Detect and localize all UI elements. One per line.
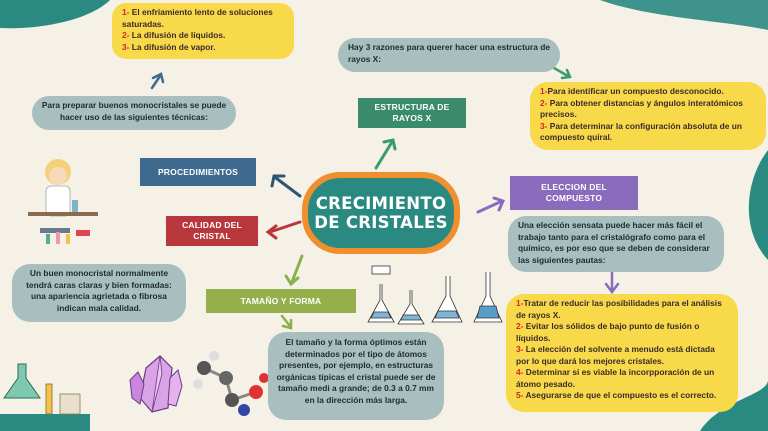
estructura-title: ESTRUCTURA DE RAYOS X <box>374 102 450 123</box>
calidad-title: CALIDAD DEL CRISTAL <box>182 220 242 241</box>
molecule-illustration <box>193 351 269 416</box>
estructura-intro: Hay 3 razones para querer hacer una estr… <box>348 42 551 64</box>
calidad-text: Un buen monocristal normalmente tendrá c… <box>26 268 172 313</box>
crystal-illustration <box>129 355 183 413</box>
procedimientos-intro-box: Para preparar buenos monocristales se pu… <box>32 96 236 130</box>
tamano-text: El tamaño y la forma óptimos están deter… <box>276 337 436 405</box>
arrow-to-estructura <box>374 140 394 170</box>
list-item: 3- La elección del solvente a menudo est… <box>516 344 715 366</box>
scientist-illustration <box>28 159 98 244</box>
estructura-items-box: 1-Para identificar un compuesto desconoc… <box>530 82 766 150</box>
arrow-to-calidad <box>268 220 302 234</box>
top-left-teal-blob <box>0 0 110 29</box>
list-item: 2- Evitar los sólidos de bajo punto de f… <box>516 321 700 343</box>
list-item: 1-Para identificar un compuesto desconoc… <box>540 86 724 96</box>
procedimientos-title: PROCEDIMIENTOS <box>157 166 239 177</box>
list-item: 3- Para determinar la configuración abso… <box>540 120 742 143</box>
tamano-title: TAMAÑO Y FORMA <box>240 295 322 306</box>
arrow-to-procedimientos <box>274 176 302 198</box>
eleccion-title: ELECCION DEL COMPUESTO <box>541 182 607 203</box>
arrow-to-tamano <box>290 254 304 284</box>
eleccion-intro: Una elección sensata puede hacer más fác… <box>518 220 710 265</box>
central-node: CRECIMIENTO DE CRISTALES <box>302 172 460 254</box>
estructura-intro-box: Hay 3 razones para querer hacer una estr… <box>338 38 560 72</box>
lab-flasks-illustration <box>367 265 503 325</box>
central-title-line2: DE CRISTALES <box>314 213 448 232</box>
list-item: 2- La difusión de líquidos. <box>122 30 226 40</box>
procedimientos-items-box: 1- El enfriamiento lento de soluciones s… <box>112 3 294 59</box>
right-teal-blob <box>748 150 768 260</box>
eleccion-intro-box: Una elección sensata puede hacer más fác… <box>508 216 724 272</box>
top-right-teal-blob <box>600 0 768 30</box>
tamano-banner: TAMAÑO Y FORMA <box>206 289 356 313</box>
eleccion-banner: ELECCION DEL COMPUESTO <box>510 176 638 210</box>
bottom-lab-illustration <box>0 363 90 431</box>
procedimientos-banner: PROCEDIMIENTOS <box>140 158 256 186</box>
estructura-banner: ESTRUCTURA DE RAYOS X <box>358 98 466 128</box>
list-item: 1- El enfriamiento lento de soluciones s… <box>122 7 273 29</box>
tamano-text-box: El tamaño y la forma óptimos están deter… <box>268 332 444 420</box>
list-item: 2- Para obtener distancias y ángulos int… <box>540 97 743 120</box>
arrow-to-razones <box>552 66 570 78</box>
arrow-to-tecnicas <box>150 74 162 90</box>
eleccion-items-box: 1-Tratar de reducir las posibilidades pa… <box>506 294 738 412</box>
list-item: 1-Tratar de reducir las posibilidades pa… <box>516 298 722 320</box>
list-item: 4- Determinar si es viable la incorppora… <box>516 367 715 389</box>
central-title-line1: CRECIMIENTO <box>315 194 447 213</box>
calidad-banner: CALIDAD DEL CRISTAL <box>166 216 258 246</box>
calidad-text-box: Un buen monocristal normalmente tendrá c… <box>12 264 186 322</box>
list-item: 5- Asegurarse de que el compuesto es el … <box>516 390 717 400</box>
bottom-right-teal-blob <box>700 380 768 431</box>
list-item: 3- La difusión de vapor. <box>122 41 216 52</box>
arrow-to-eleccion <box>476 200 502 214</box>
procedimientos-intro: Para preparar buenos monocristales se pu… <box>41 100 227 122</box>
arrow-to-tamano-text <box>280 314 292 328</box>
